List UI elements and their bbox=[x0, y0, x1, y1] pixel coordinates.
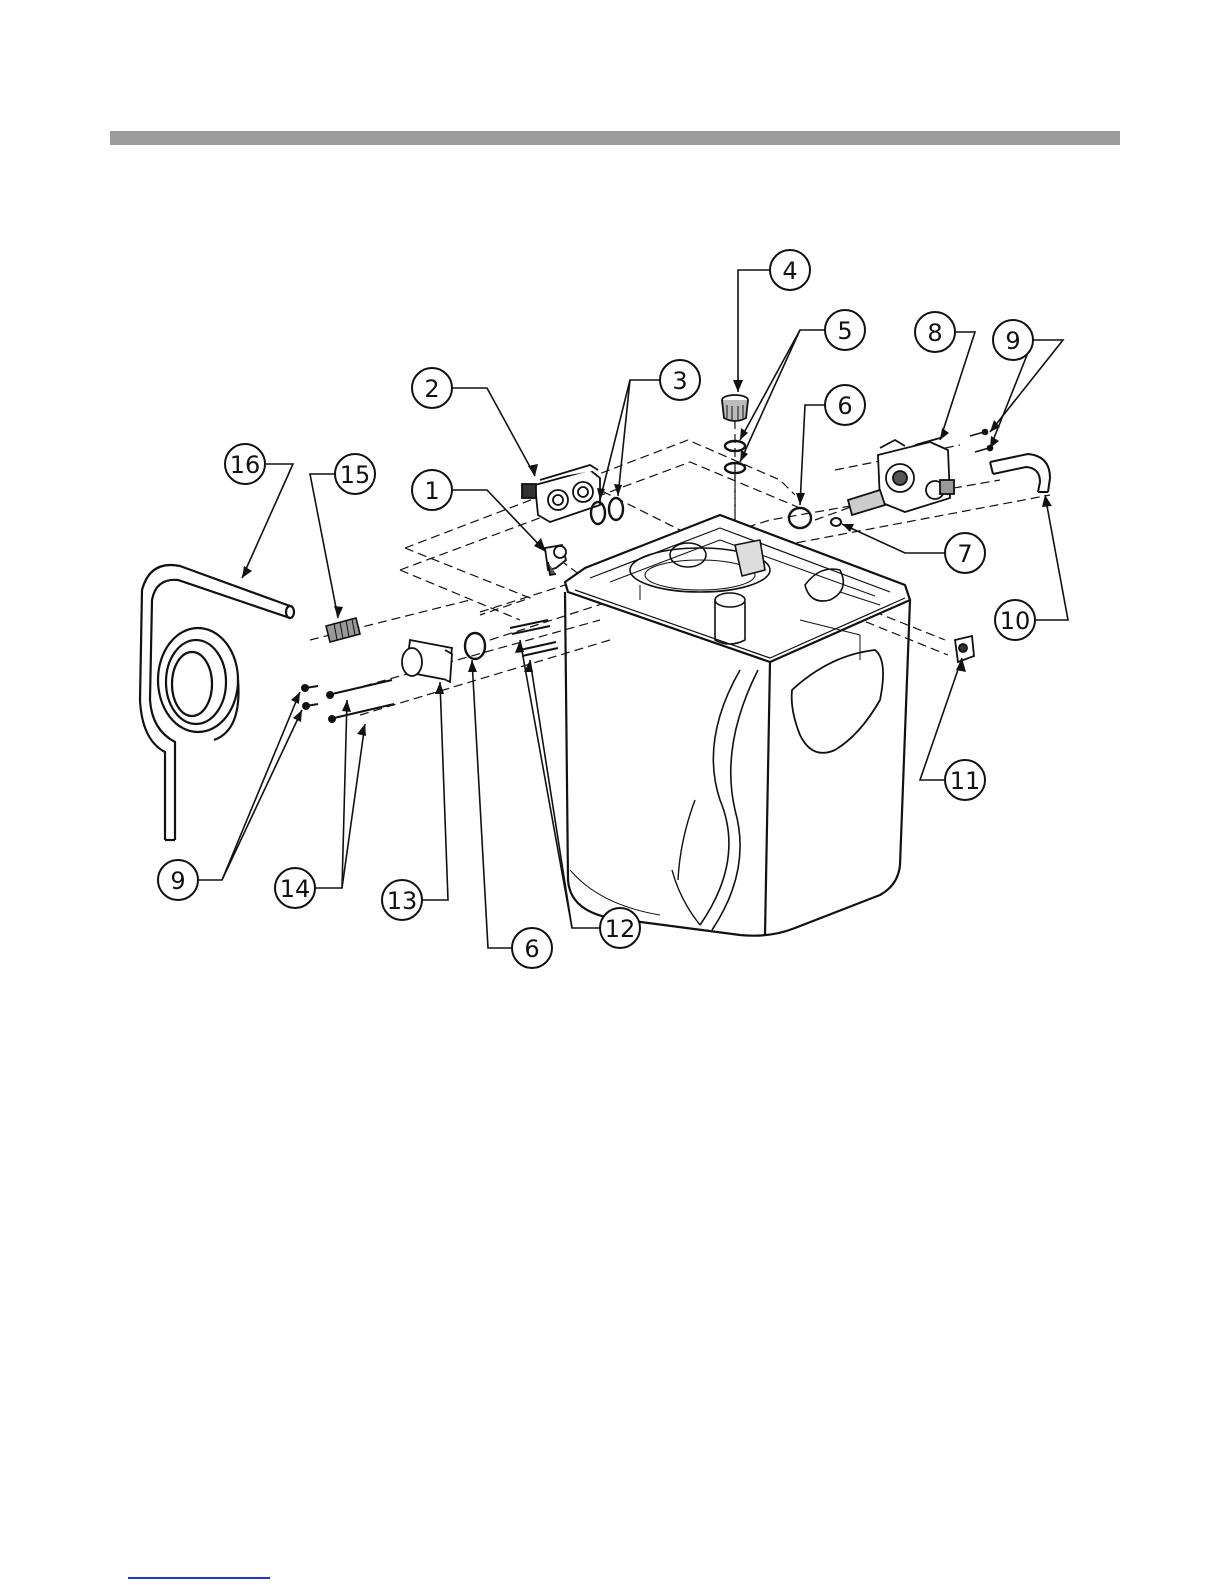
callout-10: 10 bbox=[1000, 607, 1031, 635]
part-14-long-bolts bbox=[327, 680, 394, 722]
callout-9-top: 9 bbox=[1005, 327, 1020, 355]
callout-1: 1 bbox=[424, 477, 439, 505]
callout-3: 3 bbox=[672, 367, 687, 395]
callout-13: 13 bbox=[387, 887, 418, 915]
part-10-drain-hose bbox=[990, 454, 1050, 492]
part-9-screws-left bbox=[302, 685, 318, 709]
part-9-screws-top bbox=[970, 430, 993, 453]
callout-4: 4 bbox=[782, 257, 797, 285]
callout-16: 16 bbox=[230, 451, 261, 479]
callout-11: 11 bbox=[950, 767, 981, 795]
part-15-threaded-adapter bbox=[326, 618, 360, 642]
callout-12: 12 bbox=[605, 915, 636, 943]
callout-9-left: 9 bbox=[170, 867, 185, 895]
callout-7: 7 bbox=[957, 540, 972, 568]
part-3-o-rings bbox=[591, 498, 623, 524]
footer-link-underline[interactable] bbox=[128, 1577, 270, 1579]
part-1-elbow-fitting bbox=[545, 545, 566, 575]
softener-cabinet bbox=[565, 515, 910, 936]
callout-bubbles bbox=[158, 250, 1035, 968]
part-8-control-valve bbox=[848, 438, 954, 515]
part-7-washer bbox=[831, 518, 841, 526]
part-16-coiled-tubing bbox=[140, 565, 294, 840]
callout-8: 8 bbox=[927, 319, 942, 347]
part-4-top-fitting bbox=[722, 395, 748, 421]
callout-14: 14 bbox=[280, 875, 311, 903]
part-13-end-plate bbox=[402, 640, 452, 682]
callout-6-bottom: 6 bbox=[524, 935, 539, 963]
callout-2: 2 bbox=[424, 375, 439, 403]
callout-6-top: 6 bbox=[837, 392, 852, 420]
callout-15: 15 bbox=[340, 461, 371, 489]
callout-5: 5 bbox=[837, 317, 852, 345]
part-11-bypass-fitting bbox=[955, 636, 974, 662]
